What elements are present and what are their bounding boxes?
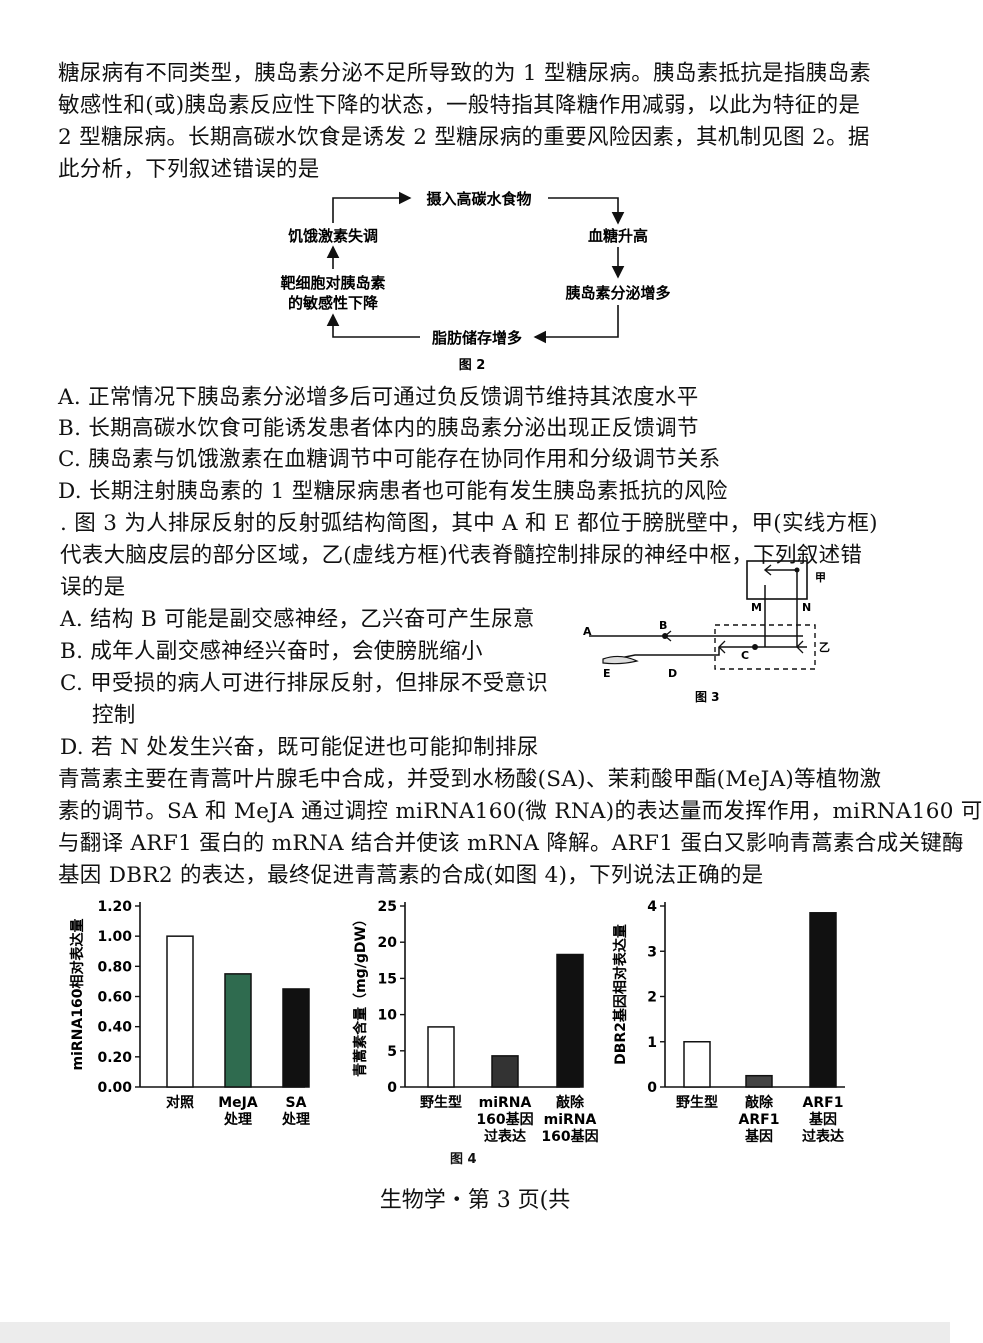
fig3-label-m: M [751,601,762,614]
q1-stem-line-2: 敏感性和(或)胰岛素反应性下降的状态，一般特指其降糖作用减弱，以此为特征的是 [58,93,861,118]
chart3-bar [683,1041,711,1088]
chart1-bar [282,988,310,1088]
chart2-bar [491,1055,519,1088]
figure-3-reflex-arc: A B C D E M N 甲 乙 图 3 [583,560,830,704]
q1-option-c: C. 胰岛素与饥饿激素在血糖调节中可能存在协同作用和分级调节关系 [58,447,721,472]
chart3-y-label: DBR2基因相对表达量 [612,924,629,1065]
chart1-tick-label: 1.20 [97,899,132,915]
chart1-category-label: MeJA [218,1095,258,1111]
fig4-caption: 图 4 [450,1152,477,1167]
chart3-tick-label: 3 [647,944,657,960]
fig3-label-a: A [583,625,592,638]
fig2-node-fat-storage: 脂肪储存增多 [432,329,522,347]
chart3-category-label: ARF1 [739,1112,780,1128]
fig3-label-e: E [603,667,611,680]
fig3-label-yi: 乙 [819,641,830,654]
q1-option-b: B. 长期高碳水饮食可能诱发患者体内的胰岛素分泌出现正反馈调节 [58,416,699,441]
chart1-category-label: SA [286,1095,307,1111]
figure-4-bar-charts: 0.00 0.20 0.40 0.60 0.80 1.00 1.20 miRNA160相对表达… [69,899,845,1145]
fig3-label-d: D [668,667,677,680]
chart1-tick-label: 0.80 [97,959,132,975]
chart3-tick-label: 2 [647,990,657,1006]
fig2-caption: 图 2 [459,358,486,373]
chart1-bar [166,935,194,1088]
chart3-category-label: 过表达 [802,1128,844,1145]
fig2-node-sensitivity-2: 的敏感性下降 [288,294,379,312]
chart2-category-label: miRNA [544,1112,597,1128]
chart1-tick-label: 1.00 [97,929,132,945]
chart3-category-label: 野生型 [676,1094,718,1111]
chart1-tick-label: 0.60 [97,990,132,1006]
chart2-category-label: 160基因 [476,1111,533,1128]
q2-option-c: C. 甲受损的病人可进行排尿反射，但排尿不受意识 [60,671,549,696]
chart2-tick-label: 20 [378,935,398,951]
chart3-category-label: 敲除 [745,1094,774,1111]
chart1-tick-label: 0.20 [97,1050,132,1066]
figure-2-cycle-diagram: 摄入高碳水食物 血糖升高 胰岛素分泌增多 脂肪储存增多 靶细胞对胰岛素 的敏感性… [280,190,670,373]
chart1-bar [224,973,252,1088]
fig2-node-sensitivity-1: 靶细胞对胰岛素 [280,274,385,292]
q1-stem-line-4: 此分析，下列叙述错误的是 [58,157,320,182]
chart2-bar [556,953,584,1088]
chart1-category-label: 处理 [281,1111,310,1128]
q3-stem-line-2: 素的调节。SA 和 MeJA 通过调控 miRNA160(微 RNA)的表达量而… [58,799,983,824]
q2-stem-line-3: 误的是 [60,575,126,600]
chart2-tick-label: 15 [378,971,397,987]
q3-stem-line-4: 基因 DBR2 的表达，最终促进青蒿素的合成(如图 4)，下列说法正确的是 [58,863,764,888]
chart3-category-label: ARF1 [803,1095,844,1111]
fig3-label-n: N [802,601,811,614]
q3-stem-line-1: 青蒿素主要在青蒿叶片腺毛中合成，并受到水杨酸(SA)、茉莉酸甲酯(MeJA)等植… [58,767,882,792]
fig3-label-b: B [659,619,667,632]
chart1-tick-label: 0.00 [97,1080,132,1096]
chart3-category-label: 基因 [745,1128,773,1145]
fig2-node-high-carb: 摄入高碳水食物 [426,190,531,208]
chart2-category-label: 敲除 [556,1094,585,1111]
chart1-category-label: 对照 [166,1094,194,1111]
chart2-y-label: 青蒿素含量（mg/gDW） [352,912,369,1077]
chart3-bar [745,1074,773,1088]
chart2-tick-label: 10 [378,1008,398,1024]
q2-option-d: D. 若 N 处发生兴奋，既可能促进也可能抑制排尿 [60,735,539,760]
chart2-category-label: 160基因 [541,1128,598,1145]
page-footer: 生物学・第 3 页(共 [379,1188,571,1213]
chart3-tick-label: 0 [647,1080,657,1096]
q1-option-d: D. 长期注射胰岛素的 1 型糖尿病患者也可能有发生胰岛素抵抗的风险 [58,479,728,504]
chart2-tick-label: 5 [387,1044,397,1060]
fig3-label-c: C [741,649,749,662]
chart1-y-label: miRNA160相对表达量 [69,919,86,1071]
chart3-tick-label: 1 [647,1035,657,1051]
chart2-bar [427,1026,455,1088]
q1-stem-line-1: 糖尿病有不同类型，胰岛素分泌不足所导致的为 1 型糖尿病。胰岛素抵抗是指胰岛素 [58,61,872,86]
fig3-caption: 图 3 [695,690,720,704]
q3-stem-line-3: 与翻译 ARF1 蛋白的 mRNA 结合并使该 mRNA 降解。ARF1 蛋白又… [58,831,964,856]
chart1-tick-label: 0.40 [97,1020,132,1036]
fig2-node-blood-glucose: 血糖升高 [588,227,648,245]
q2-stem-line-1: . 图 3 为人排尿反射的反射弧结构简图，其中 A 和 E 都位于膀胱壁中，甲(… [60,511,878,536]
q1-stem-line-3: 2 型糖尿病。长期高碳水饮食是诱发 2 型糖尿病的重要风险因素，其机制见图 2。… [58,125,870,150]
chart2-tick-label: 25 [378,899,397,915]
scan-bottom-band [0,1322,950,1343]
chart2-category-label: 过表达 [484,1128,526,1145]
q1-option-a: A. 正常情况下胰岛素分泌增多后可通过负反馈调节维持其浓度水平 [58,385,699,410]
chart3-category-label: 基因 [809,1111,837,1128]
fig2-node-hunger-hormone: 饥饿激素失调 [288,227,378,245]
chart2-tick-label: 0 [387,1080,397,1096]
fig2-node-insulin-secretion: 胰岛素分泌增多 [565,284,670,302]
q2-option-a: A. 结构 B 可能是副交感神经，乙兴奋可产生尿意 [60,607,535,632]
q2-option-c-cont: 控制 [92,703,136,728]
chart1-category-label: 处理 [223,1111,252,1128]
chart2-category-label: miRNA [479,1095,532,1111]
fig3-label-jia: 甲 [815,571,826,584]
q2-stem-line-2: 代表大脑皮层的部分区域，乙(虚线方框)代表脊髓控制排尿的神经中枢，下列叙述错 [60,543,863,568]
q2-option-b: B. 成年人副交感神经兴奋时，会使膀胱缩小 [60,639,483,664]
chart3-tick-label: 4 [647,899,657,915]
chart3-bar [809,912,837,1088]
chart2-category-label: 野生型 [420,1094,462,1111]
